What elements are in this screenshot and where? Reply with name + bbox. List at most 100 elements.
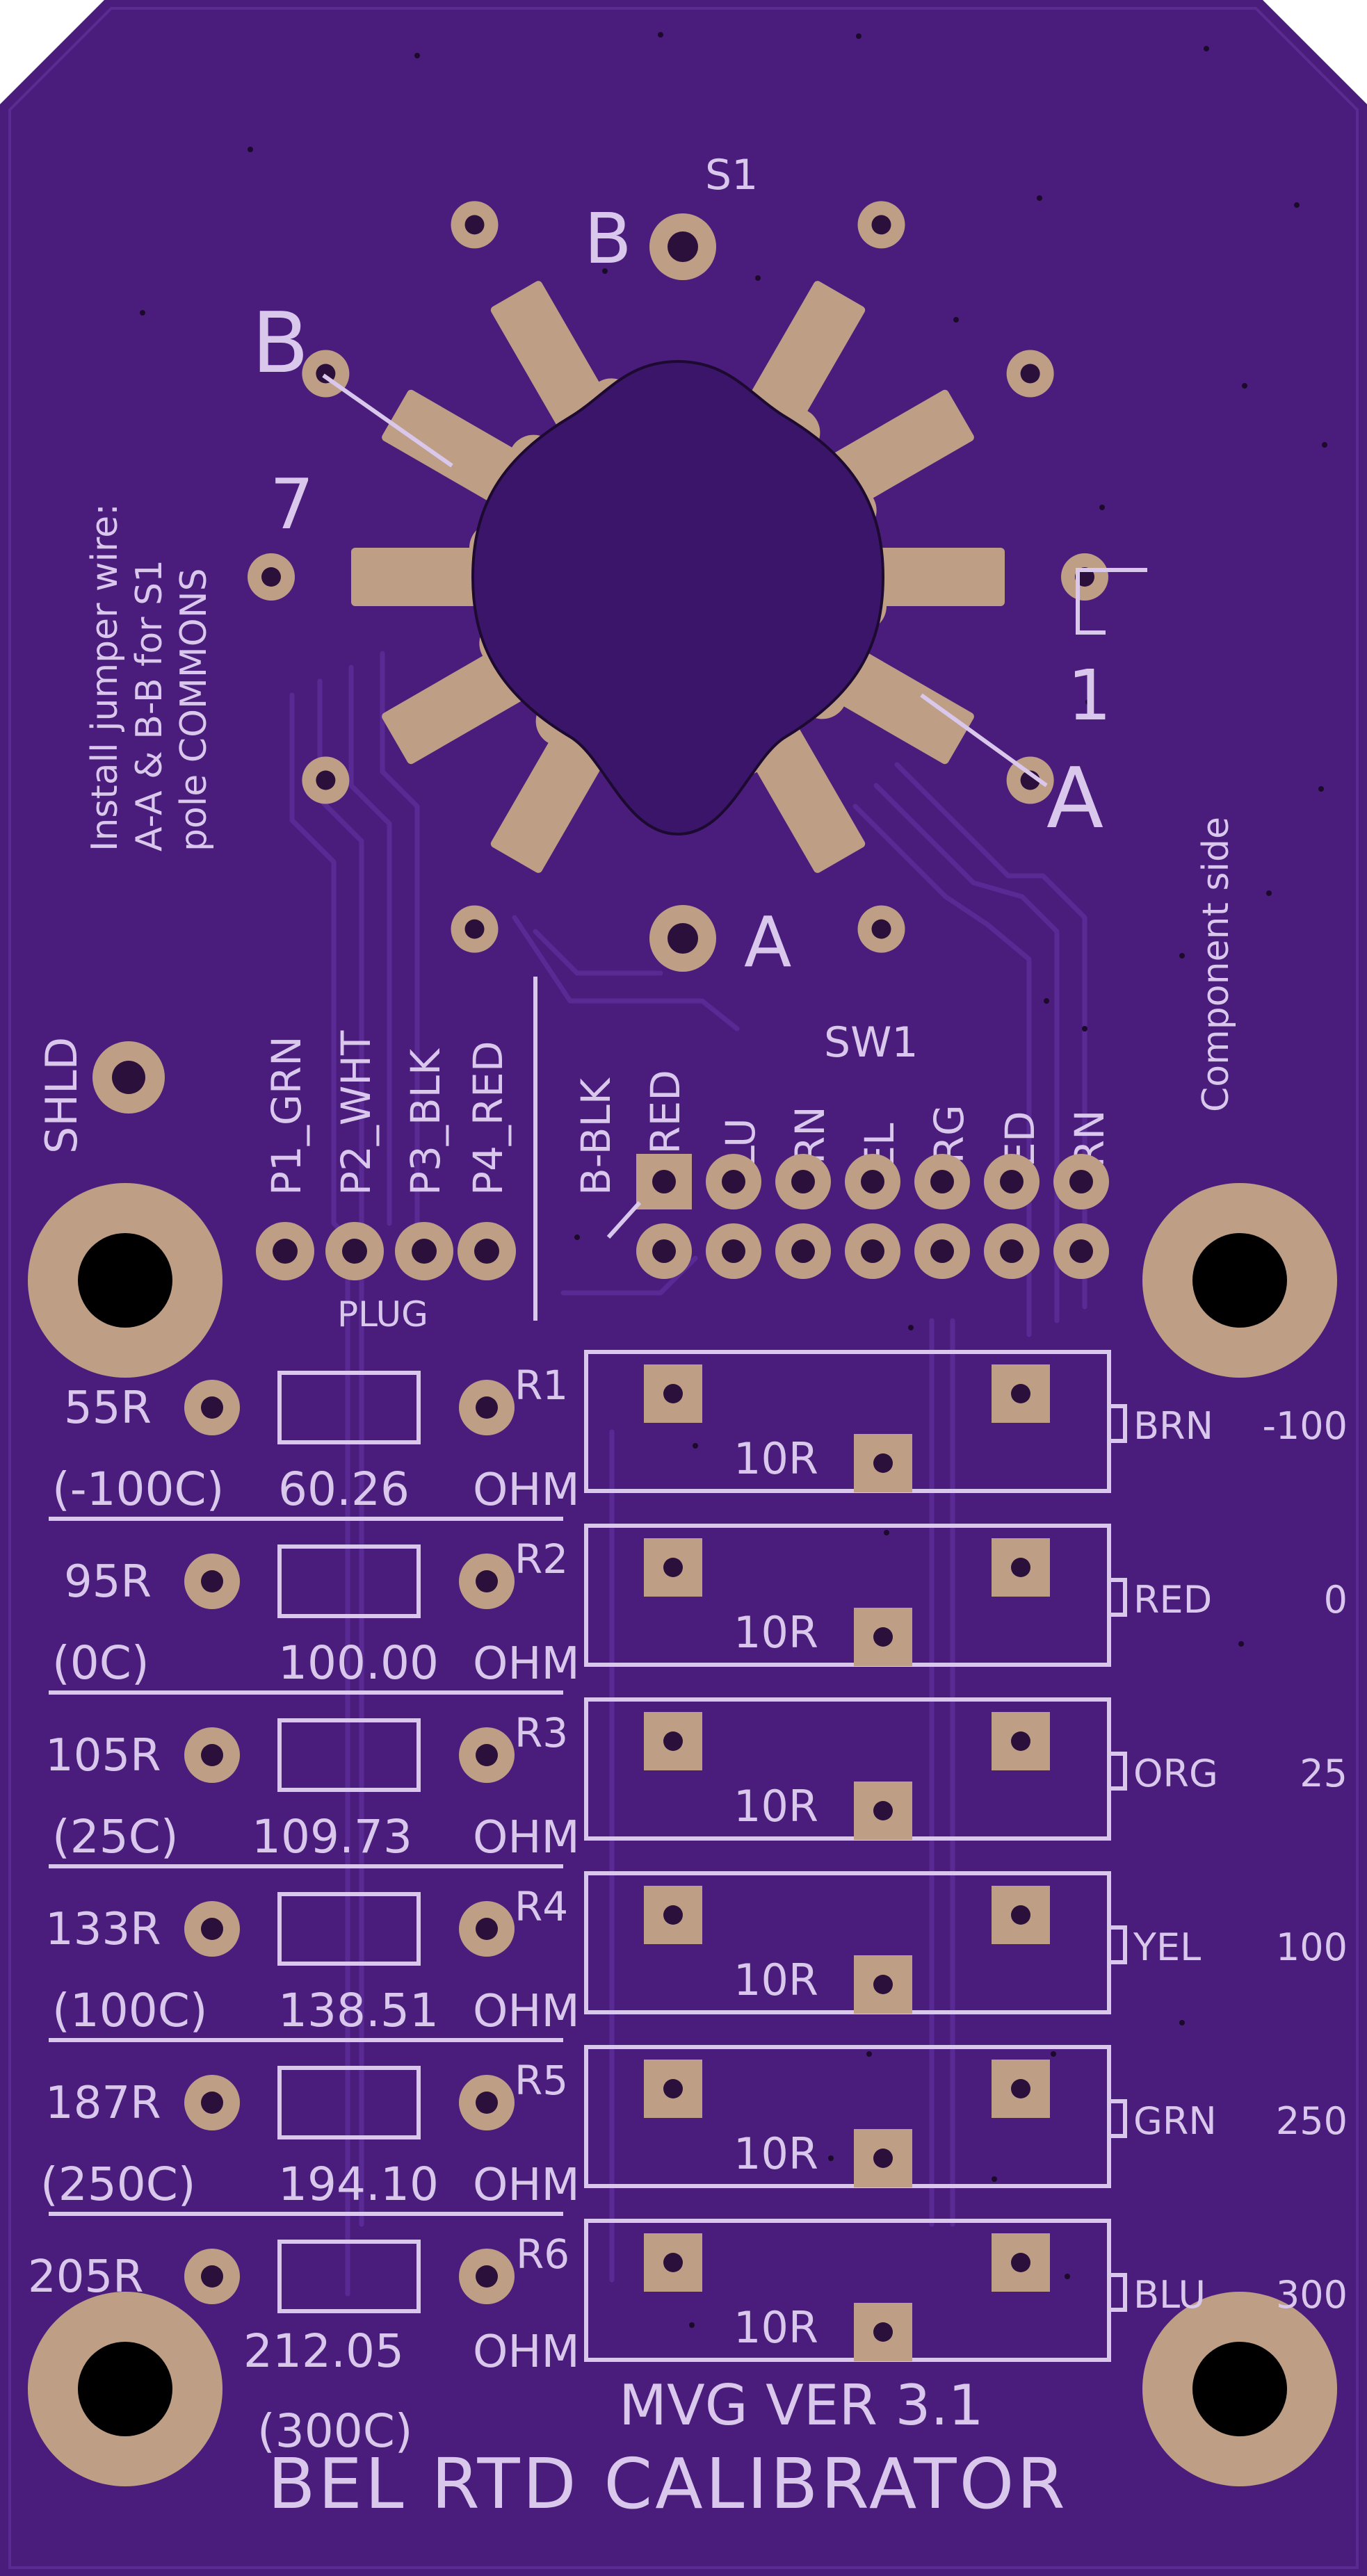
resistor-drill [476,2265,498,2288]
plug-pin-label: P3_BLK [402,1047,449,1196]
trimpot-value: 10R [734,2302,818,2353]
setpoint-label: 300 [1276,2273,1348,2317]
resistor-outline [277,2240,421,2313]
resistor-outline [277,1371,421,1444]
switch-mark-a-side: A [1046,751,1103,847]
sw1-pin-drill [1000,1170,1024,1193]
plug-pin-label: P1_GRN [263,1036,310,1196]
sw1-pin-drill [722,1239,745,1263]
trimpot-drill [873,1627,893,1647]
trimpot-drill [1011,2079,1030,2098]
instruction-line-3: pole COMMONS [173,568,215,851]
version-label: MVG VER 3.1 [619,2373,984,2438]
mounting-hole-top-right [1142,1183,1337,1378]
sw1-bblk-leader [606,1200,642,1239]
resistor-designator: R5 [515,2057,568,2104]
trimpot-drill [1011,1558,1030,1577]
rotary-switch [248,201,1147,972]
trimpot-value: 10R [734,1607,818,1658]
wire-color-label: ORG [1133,1752,1218,1795]
plug-pin-drill [273,1239,298,1264]
trimpot-tab [1109,1925,1127,1964]
sw1-pin-drill [1000,1239,1024,1263]
sw1-pin-drill [930,1170,954,1193]
trimpot-tab [1109,2099,1127,2138]
temperature-label: (100C) [52,1984,208,2037]
resistor-row: 205R R6 212.05 OHM (300C) 10R BLU 300 [28,2212,1348,2458]
resistor-outline [277,2066,421,2139]
ohm-unit: OHM [473,1638,580,1690]
ohm-unit: OHM [473,1465,580,1516]
trimpot-value: 10R [734,1433,818,1484]
trimpot-drill [663,2253,683,2272]
plug-label: PLUG [337,1294,428,1335]
instruction-line-2: A-A & B-B for S1 [129,560,170,851]
resistor-designator: R1 [515,1362,568,1409]
switch-mark-one: 1 [1067,655,1112,736]
resistor-drill [476,2092,498,2114]
sw1-label: SW1 [824,1018,919,1067]
ohm-unit: OHM [473,1812,580,1864]
resistor-value: 55R [64,1383,152,1434]
resistor-designator: R6 [516,2231,569,2278]
resistor-drill [201,2265,223,2288]
plug-pin-drill [474,1239,499,1264]
sw1-pin-drill [722,1170,745,1193]
wire-color-label: RED [1133,1578,1212,1622]
resistor-drill [201,1396,223,1419]
plug-pin-drill [342,1239,367,1264]
shield-label: SHLD [36,1037,87,1154]
trimpot-drill [873,1801,893,1820]
switch-body-cutout [471,359,885,836]
resistor-value: 205R [28,2251,144,2303]
trimpot-value: 10R [734,2128,818,2179]
ohm-unit: OHM [473,1986,580,2037]
wire-color-label: BLU [1133,2273,1206,2317]
setpoint-label: 0 [1324,1578,1348,1622]
resistor-value: 187R [45,2078,161,2129]
resistor-drill [476,1744,498,1766]
trimpot-drill [663,1905,683,1925]
temperature-label: (300C) [257,2404,413,2458]
resistor-outline [277,1544,421,1618]
trimpot-tab [1109,1404,1127,1443]
sw1-pin-drill [861,1239,884,1263]
wire-color-label: GRN [1133,2099,1217,2143]
setpoint-label: -100 [1262,1404,1348,1448]
shield-pad [92,1041,165,1114]
trimpot-drill [663,2079,683,2098]
resistor-drill [201,2092,223,2114]
sw1-pin-drill [791,1239,815,1263]
trimpot-outline [584,2219,1111,2362]
mounting-hole-top-left [28,1183,223,1378]
resistor-drill [476,1396,498,1419]
target-ohms: 138.51 [278,1984,439,2037]
board-title: BEL RTD CALIBRATOR [268,2443,1068,2525]
jumper-instructions: Install jumper wire: A-A & B-B for S1 po… [84,492,215,851]
board-inner-edge [8,7,1359,2569]
switch-mark-b-side: B [252,295,309,392]
ohm-unit: OHM [473,2326,580,2378]
trimpot-outline [584,1697,1111,1841]
switch-mark-b-top: B [584,198,632,279]
target-ohms: 212.05 [243,2324,404,2378]
trimpot-value: 10R [734,1955,818,2005]
resistor-value: 105R [45,1730,161,1782]
wire-color-label: YEL [1133,1925,1201,1969]
temperature-label: (0C) [52,1636,149,1690]
resistor-designator: R3 [515,1709,568,1756]
copper-traces [289,651,1087,2297]
switch-center-pad-top [649,213,716,280]
trimpot-drill [1011,1731,1030,1751]
switch-lug-drill [1020,364,1040,384]
sw1-pin-drill [861,1170,884,1193]
switch-leader-b [322,373,453,468]
trimpot-drill [663,1558,683,1577]
resistor-designator: R4 [515,1883,568,1930]
resistor-value: 95R [64,1556,152,1608]
resistor-drill [201,1744,223,1766]
